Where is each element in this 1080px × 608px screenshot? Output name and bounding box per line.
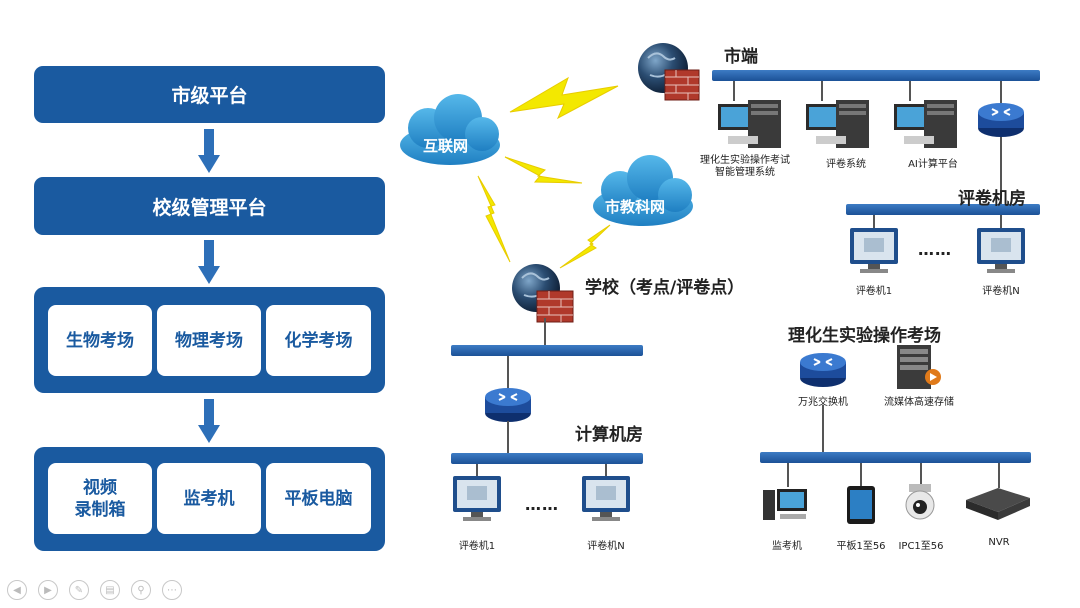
firewall-globe-icon [638, 43, 700, 101]
lightning-icon [477, 175, 511, 263]
nvr-icon [966, 488, 1030, 520]
server-label: 理化生实验操作考试 智能管理系统 [700, 155, 790, 178]
exam-room-label: 物理考场 [175, 330, 243, 351]
computer-pc-label: 评卷机N [587, 541, 625, 552]
video-recorder-box: 视频 录制箱 [48, 463, 152, 534]
server-workstation-icon [718, 100, 781, 148]
link-line [873, 215, 875, 228]
computer-room-title: 计算机房 [575, 425, 643, 445]
down-arrow-icon [198, 129, 220, 173]
lightning-icon [559, 224, 611, 269]
school-backbone-line [451, 345, 643, 356]
lab-backbone-line [760, 452, 1031, 463]
computer-room-line [451, 453, 643, 464]
switch-label: 万兆交换机 [798, 397, 848, 408]
city-platform-label: 市级平台 [171, 85, 248, 107]
more-icon[interactable]: ⋯ [162, 580, 182, 600]
link-line [998, 463, 1000, 488]
link-line [733, 81, 735, 101]
edu-network-label: 市教科网 [605, 198, 666, 216]
link-line [860, 463, 862, 486]
device-label: 平板电脑 [284, 488, 353, 509]
internet-label: 互联网 [423, 137, 469, 155]
router-icon [978, 103, 1024, 137]
school-platform-label: 校级管理平台 [152, 196, 267, 219]
pc-icon [763, 489, 807, 520]
lightning-icon [504, 156, 583, 184]
monitor-icon [850, 228, 898, 273]
city-backbone-line [712, 70, 1040, 81]
link-line [507, 421, 509, 453]
review-pc-label: 评卷机1 [855, 286, 893, 297]
invigilator-pc-box: 监考机 [157, 463, 261, 534]
exam-room-physics: 物理考场 [157, 305, 261, 376]
monitor-icon [453, 476, 501, 521]
pen-icon[interactable]: ✎ [69, 580, 89, 600]
zoom-icon[interactable]: ⚲ [131, 580, 151, 600]
monitor-icon [977, 228, 1025, 273]
link-line [1000, 215, 1002, 228]
ipc-camera-icon [905, 484, 935, 520]
down-arrow-icon [198, 240, 220, 284]
server-workstation-icon [894, 100, 957, 148]
link-line [507, 356, 509, 388]
switch-icon [800, 353, 846, 387]
next-icon[interactable]: ▶ [38, 580, 58, 600]
link-line [1000, 81, 1002, 103]
firewall-globe-icon [512, 264, 574, 323]
tablet-box: 平板电脑 [266, 463, 371, 534]
exam-room-biology: 生物考场 [48, 305, 152, 376]
exam-room-label: 化学考场 [284, 330, 353, 351]
server-label: 评卷系统 [826, 159, 866, 170]
review-room-line [846, 204, 1040, 215]
city-platform-box: 市级平台 [34, 66, 385, 123]
lab-device-label: 监考机 [772, 541, 802, 552]
link-line [787, 463, 789, 487]
school-title: 学校（考点/评卷点） [585, 278, 745, 298]
link-line [822, 405, 824, 452]
slides-icon[interactable]: ▤ [100, 580, 120, 600]
lab-device-label: NVR [988, 537, 1010, 548]
ellipsis: …… [525, 495, 559, 514]
monitor-icon [582, 476, 630, 521]
link-line [544, 318, 546, 345]
link-line [920, 463, 922, 484]
router-icon [485, 388, 531, 422]
school-platform-box: 校级管理平台 [34, 177, 385, 235]
link-line [605, 464, 607, 476]
computer-pc-label: 评卷机1 [458, 541, 496, 552]
link-line [1000, 137, 1002, 204]
review-room-title: 评卷机房 [958, 189, 1026, 209]
exam-room-chemistry: 化学考场 [266, 305, 371, 376]
lab-device-label: 平板1至56 [836, 541, 886, 552]
device-label: 监考机 [183, 488, 235, 509]
lab-device-label: IPC1至56 [898, 541, 944, 552]
exam-rooms-panel: 生物考场 物理考场 化学考场 [34, 287, 385, 393]
city-end-title: 市端 [724, 47, 758, 67]
link-line [821, 81, 823, 101]
link-line [909, 81, 911, 101]
tablet-icon [847, 486, 875, 524]
lab-room-title: 理化生实验操作考场 [788, 326, 941, 346]
link-line [476, 464, 478, 476]
devices-panel: 视频 录制箱 监考机 平板电脑 [34, 447, 385, 551]
review-pc-label: 评卷机N [982, 286, 1020, 297]
server-workstation-icon [806, 100, 869, 148]
exam-room-label: 生物考场 [66, 330, 134, 351]
storage-label: 流媒体高速存储 [884, 397, 954, 408]
cloud-icon [400, 94, 500, 165]
device-label: 视频 录制箱 [74, 477, 126, 520]
storage-server-icon [897, 345, 941, 389]
down-arrow-icon [198, 399, 220, 443]
server-label: AI计算平台 [908, 159, 958, 170]
cloud-icon [593, 155, 693, 226]
lightning-icon [509, 76, 619, 120]
ellipsis: …… [918, 240, 952, 259]
prev-icon[interactable]: ◀ [7, 580, 27, 600]
